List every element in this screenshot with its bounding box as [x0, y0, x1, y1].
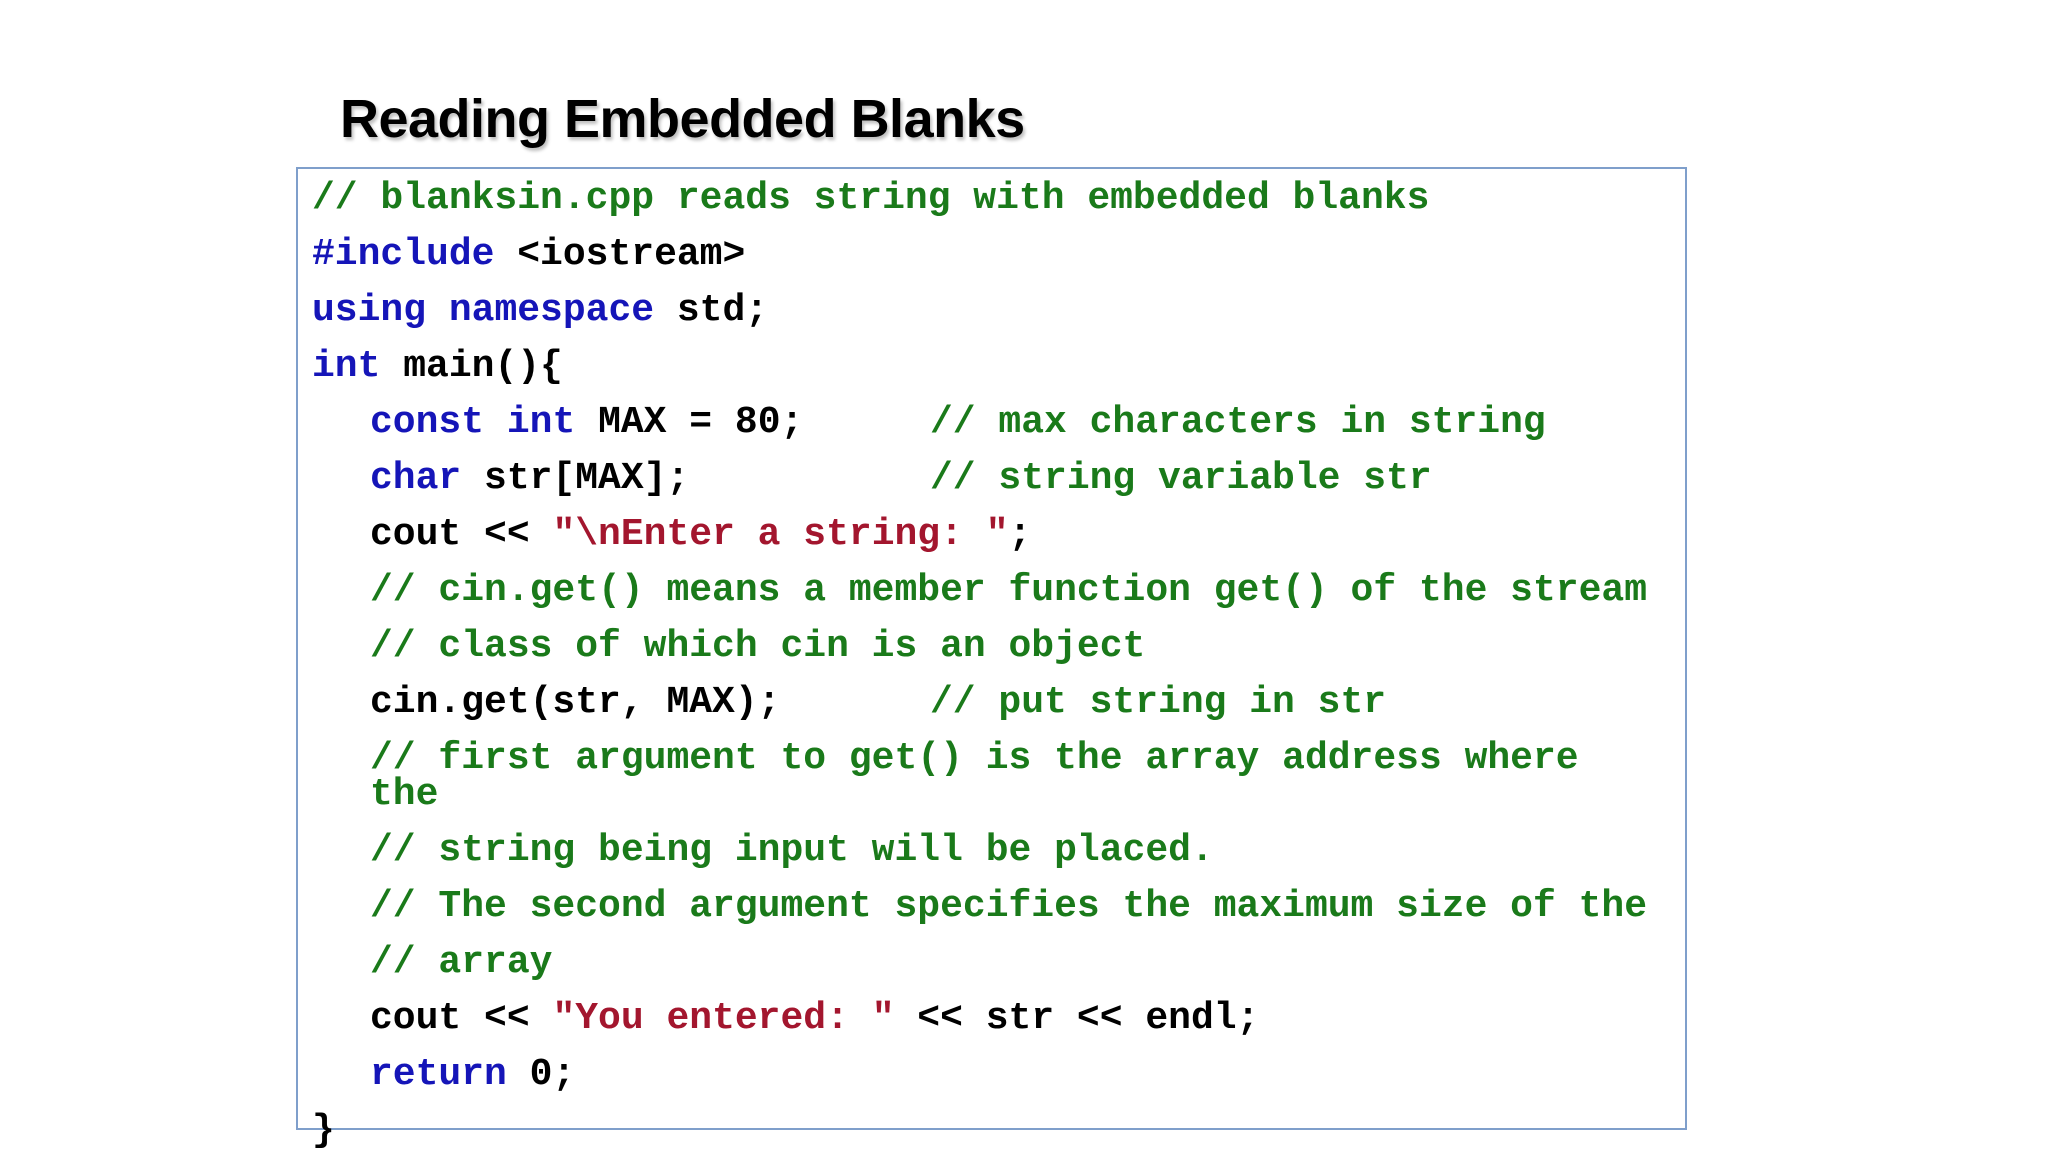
slide-title: Reading Embedded Blanks	[340, 89, 1025, 149]
code-text: << str << endl;	[894, 997, 1260, 1040]
code-comment: // cin.get() means a member function get…	[370, 569, 1648, 612]
code-comment: // string being input will be placed.	[370, 829, 1214, 872]
code-comment: the	[370, 773, 439, 816]
code-text: 0;	[506, 1053, 576, 1096]
code-comment: // The second argument specifies the max…	[370, 885, 1648, 928]
code-line-7: cout << "\nEnter a string: ";	[312, 507, 1647, 563]
code-comment: // first argument to get() is the array …	[370, 737, 1579, 780]
code-line-10: cin.get(str, MAX); // put string in str	[312, 675, 1647, 731]
code-keyword: const	[370, 401, 485, 444]
code-text: std;	[654, 289, 769, 332]
code-keyword: #include	[312, 233, 495, 276]
code-line-11-wrap: the	[312, 776, 1647, 823]
code-text: str[MAX];	[461, 457, 690, 500]
code-comment: // max characters in string	[930, 401, 1546, 444]
code-line-4: int main(){	[312, 339, 1647, 395]
code-line-14: // array	[312, 935, 1647, 991]
code-text: MAX = 80;	[575, 401, 804, 444]
code-text: <iostream>	[494, 233, 746, 276]
code-line-6: char str[MAX]; // string variable str	[312, 451, 1647, 507]
code-line-9: // class of which cin is an object	[312, 619, 1647, 675]
code-string: "You entered: "	[552, 997, 895, 1040]
code-line-16: return 0;	[312, 1047, 1647, 1103]
code-comment: // blanksin.cpp reads string with embedd…	[312, 177, 1430, 220]
code-line-8: // cin.get() means a member function get…	[312, 563, 1647, 619]
code-keyword: using	[312, 289, 427, 332]
code-keyword: int	[506, 401, 576, 444]
code-text: cin.get(str, MAX);	[370, 681, 781, 724]
code-brace: }	[312, 1109, 335, 1152]
code-line-15: cout << "You entered: " << str << endl;	[312, 991, 1647, 1047]
code-line-11: // first argument to get() is the array …	[312, 731, 1647, 787]
code-comment: // class of which cin is an object	[370, 625, 1146, 668]
code-line-17: }	[312, 1103, 1647, 1159]
code-comment: // put string in str	[930, 681, 1387, 724]
code-comment: // array	[370, 941, 553, 984]
code-keyword: int	[312, 345, 381, 388]
code-text: cout <<	[370, 997, 553, 1040]
code-keyword: namespace	[448, 289, 655, 332]
code-line-1: // blanksin.cpp reads string with embedd…	[312, 171, 1647, 227]
code-box	[296, 167, 1687, 1130]
code-comment: // string variable str	[930, 457, 1432, 500]
code-keyword: return	[370, 1053, 507, 1096]
code-text: ;	[1008, 513, 1032, 556]
code-line-5: const int MAX = 80; // max characters in …	[312, 395, 1647, 451]
code-string: "\nEnter a string: "	[552, 513, 1009, 556]
code-keyword: char	[370, 457, 462, 500]
code-listing: // blanksin.cpp reads string with embedd…	[312, 171, 1647, 1159]
code-line-3: using namespace std;	[312, 283, 1647, 339]
code-text: cout <<	[370, 513, 553, 556]
code-line-13: // The second argument specifies the max…	[312, 879, 1647, 935]
code-text: main(){	[380, 345, 563, 388]
code-line-2: #include <iostream>	[312, 227, 1647, 283]
code-line-12: // string being input will be placed.	[312, 823, 1647, 879]
